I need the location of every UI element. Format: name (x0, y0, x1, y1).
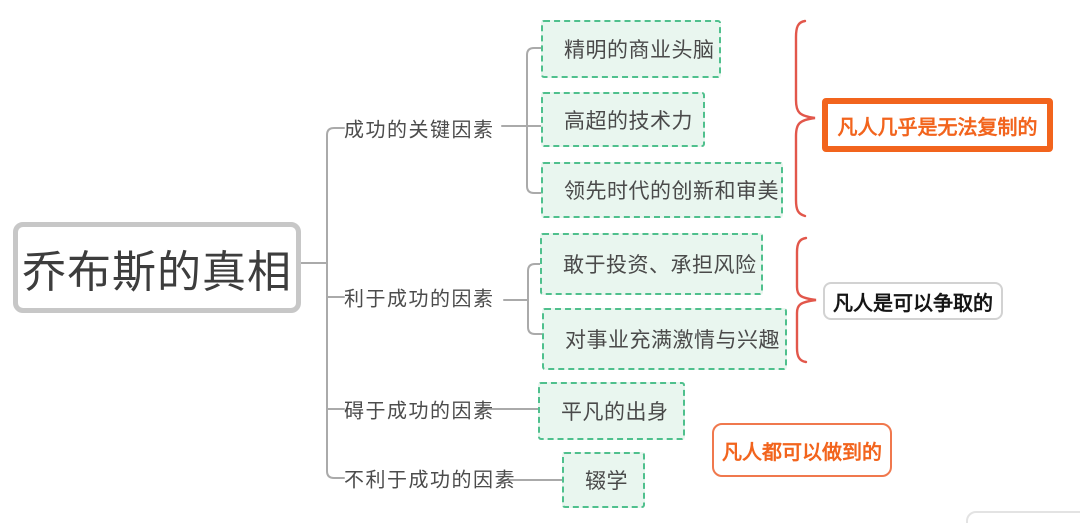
leaf-node-passion-interest[interactable]: 对事业充满激情与兴趣 (542, 308, 787, 370)
branch-label-unfavorable-factors[interactable]: 不利于成功的因素 (344, 469, 516, 492)
annotation-can-strive-for[interactable]: 凡人是可以争取的 (823, 282, 1003, 320)
summary-brace-middle (795, 236, 817, 364)
leaf-node-ordinary-origin[interactable]: 平凡的出身 (538, 382, 685, 440)
summary-brace-top (794, 19, 816, 218)
root-node[interactable]: 乔布斯的真相 (13, 222, 301, 313)
leaf-node-innovation-aesthetics[interactable]: 领先时代的创新和审美 (541, 162, 783, 218)
partial-offscreen-box (966, 511, 1080, 523)
branch-label-favorable-factors[interactable]: 利于成功的因素 (344, 288, 495, 311)
annotation-cannot-replicate[interactable]: 凡人几乎是无法复制的 (822, 98, 1053, 152)
leaf-node-technical-skill[interactable]: 高超的技术力 (541, 92, 705, 147)
leaf-node-business-mind[interactable]: 精明的商业头脑 (541, 20, 721, 78)
leaf-node-dropout[interactable]: 辍学 (562, 452, 645, 508)
annotation-anyone-can-do[interactable]: 凡人都可以做到的 (712, 423, 892, 477)
branch-label-hindering-factors[interactable]: 碍于成功的因素 (344, 400, 495, 423)
leaf-node-invest-risk[interactable]: 敢于投资、承担风险 (540, 233, 763, 295)
branch-label-key-success-factors[interactable]: 成功的关键因素 (344, 119, 495, 142)
